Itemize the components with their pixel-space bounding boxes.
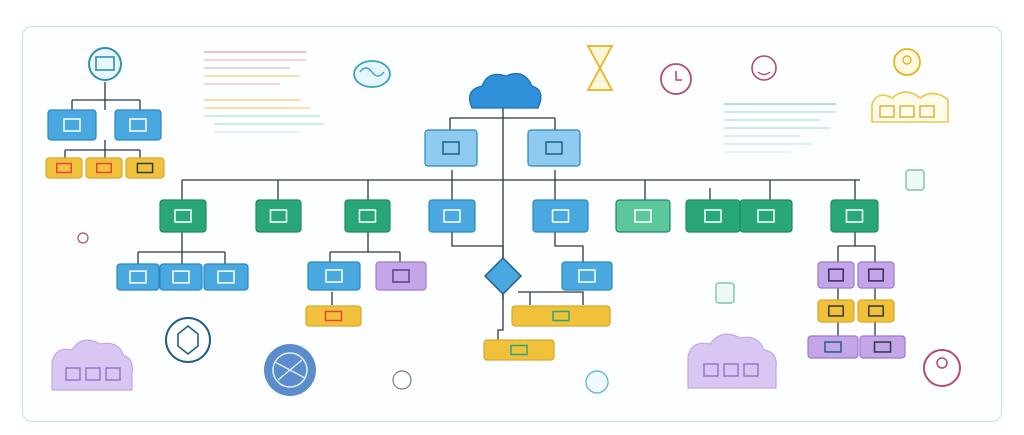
- node-green-6-glyph-icon: [757, 209, 775, 223]
- node-green-3: [344, 199, 391, 233]
- node-service-b-glyph-icon: [129, 118, 147, 132]
- server-node-left: [424, 129, 478, 167]
- node-purple-3-glyph-icon: [868, 268, 884, 282]
- node-purple-3: [857, 261, 895, 289]
- user-circle-icon: [923, 349, 961, 387]
- node-blue-2: [532, 199, 589, 233]
- shop-badge-icon: [871, 91, 949, 123]
- node-tag-yellow-3: [817, 299, 855, 323]
- node-blue-5: [203, 263, 249, 291]
- node-blue-7-glyph-icon: [578, 269, 596, 283]
- node-green-6: [739, 199, 793, 233]
- node-purple-5-glyph-icon: [873, 341, 892, 353]
- node-tag-yellow-4: [857, 299, 895, 323]
- server-node-right-glyph-icon: [545, 141, 563, 155]
- node-tag-yellow-4-glyph-icon: [868, 305, 884, 317]
- refresh-icon: [585, 370, 609, 394]
- node-green-1: [159, 199, 207, 233]
- hourglass-icon: [586, 45, 614, 91]
- node-tag-yellow-1-glyph-icon: [96, 162, 112, 174]
- server-node-right: [527, 129, 581, 167]
- shield-globe-icon: [165, 317, 211, 363]
- cloud-storage-badge-left: [51, 339, 133, 391]
- node-blue-1: [428, 199, 476, 233]
- node-blue-4-glyph-icon: [172, 270, 190, 284]
- node-blue-5-glyph-icon: [217, 270, 235, 284]
- node-blue-6: [307, 261, 361, 291]
- node-green-2: [255, 199, 302, 233]
- node-blue-3-glyph-icon: [129, 270, 147, 284]
- node-blue-7: [561, 261, 613, 291]
- node-green-3-glyph-icon: [358, 209, 377, 223]
- node-green-2-glyph-icon: [269, 209, 288, 223]
- node-service-b: [114, 109, 162, 141]
- node-tag-yellow-1: [85, 157, 123, 179]
- smiley-icon: [751, 55, 777, 81]
- network-globe-icon: [264, 344, 316, 396]
- node-blue-1-glyph-icon: [443, 209, 461, 223]
- node-green-7-glyph-icon: [845, 209, 864, 223]
- node-blue-3: [116, 263, 160, 291]
- node-tag-red-2-glyph-icon: [324, 310, 343, 322]
- node-green-5: [685, 199, 741, 233]
- connector-lines: [64, 82, 876, 340]
- clock-icon: [660, 63, 692, 95]
- text-block-top-right: [724, 103, 836, 153]
- node-service-a-glyph-icon: [63, 118, 81, 132]
- node-tag-red-glyph-icon: [56, 162, 72, 174]
- cloud-storage-badge-right: [687, 333, 777, 389]
- bulb-icon: [893, 48, 921, 76]
- node-green-4-glyph-icon: [634, 209, 652, 223]
- decision-diamond-icon: [483, 256, 523, 296]
- node-purple-4-glyph-icon: [824, 341, 842, 353]
- node-tag-green-1: [511, 305, 611, 327]
- node-green-1-glyph-icon: [174, 209, 192, 223]
- node-green-7: [830, 199, 879, 233]
- node-purple-4: [807, 335, 859, 359]
- node-blue-6-glyph-icon: [325, 269, 343, 283]
- small-circle-icon: [77, 232, 89, 244]
- node-tag-green-1-glyph-icon: [552, 310, 570, 322]
- node-tag-green-2: [483, 339, 555, 361]
- text-block-top-left: [204, 51, 324, 133]
- node-tag-red-2: [305, 305, 362, 327]
- node-blue-2-glyph-icon: [551, 209, 570, 223]
- node-tag-green-2-glyph-icon: [510, 344, 528, 356]
- node-tag-red: [45, 157, 83, 179]
- node-green-4: [615, 199, 671, 233]
- globe-icon: [88, 47, 122, 81]
- node-purple-5: [859, 335, 906, 359]
- node-purple-1-glyph-icon: [392, 269, 410, 283]
- node-service-a: [47, 109, 97, 141]
- brain-icon: [353, 60, 391, 88]
- cloud-icon: [469, 73, 542, 109]
- node-purple-2: [817, 261, 855, 289]
- node-purple-1: [375, 261, 427, 291]
- node-tag-yellow-2-glyph-icon: [136, 162, 154, 174]
- node-tag-yellow-3-glyph-icon: [828, 305, 844, 317]
- node-green-5-glyph-icon: [704, 209, 722, 223]
- node-tag-yellow-2: [125, 157, 165, 179]
- cursor-icon: [392, 370, 412, 390]
- node-blue-4: [159, 263, 203, 291]
- doc-icon: [715, 169, 925, 304]
- node-purple-2-glyph-icon: [828, 268, 844, 282]
- server-node-left-glyph-icon: [442, 141, 460, 155]
